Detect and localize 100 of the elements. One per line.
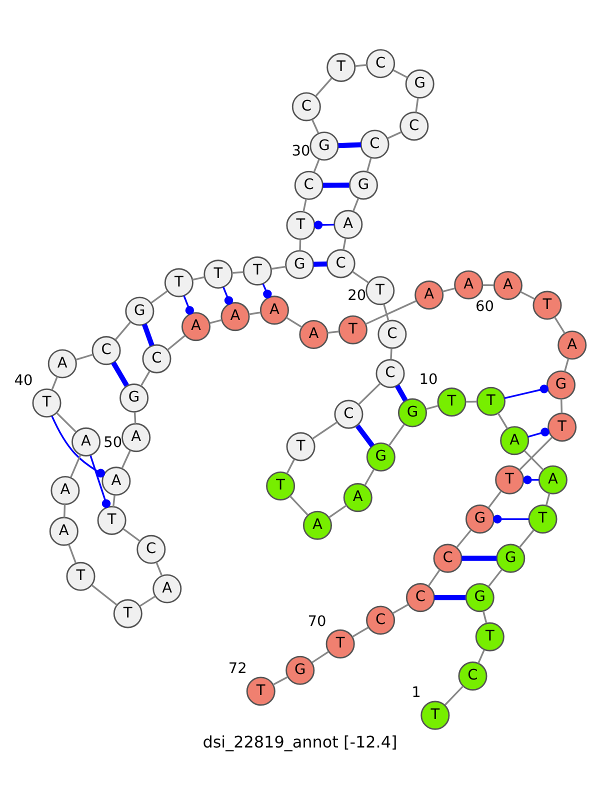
connector — [121, 450, 131, 468]
connector — [312, 650, 329, 663]
connector — [488, 490, 502, 508]
connector — [114, 320, 132, 340]
node-circle: A — [50, 475, 80, 504]
node-circle: T — [246, 676, 276, 706]
connector — [272, 676, 288, 686]
connector — [222, 286, 234, 304]
node-circle: C — [406, 582, 435, 612]
node-circle: C — [366, 605, 396, 634]
node-label: 20 — [348, 288, 366, 304]
node-label: 50 — [104, 434, 122, 451]
node-circle: T — [528, 504, 558, 534]
node-circle: T — [495, 464, 524, 494]
node-circle: A — [152, 574, 182, 603]
connector — [142, 322, 154, 346]
connector — [358, 382, 381, 405]
node-label: 10 — [419, 371, 438, 388]
node-circle: T — [204, 259, 233, 288]
connector — [248, 311, 261, 315]
node-circle: G — [465, 582, 494, 612]
node-circle: A — [122, 422, 151, 452]
connector — [68, 544, 77, 563]
node-circle: A — [334, 209, 363, 238]
connector — [444, 685, 464, 706]
connector — [488, 568, 502, 586]
connector — [554, 316, 566, 334]
node-circle: C — [142, 344, 172, 373]
node-circle: G — [125, 296, 154, 326]
node-label: 1 — [412, 684, 421, 701]
node-label: 72 — [228, 660, 247, 677]
connector — [504, 384, 549, 399]
node-circle: A — [72, 426, 101, 456]
connector — [352, 270, 370, 283]
connector — [139, 595, 156, 606]
connector — [314, 220, 334, 229]
connector — [314, 77, 332, 96]
connector — [462, 555, 497, 560]
connector — [426, 404, 438, 410]
connector — [366, 157, 372, 172]
connector — [111, 360, 129, 386]
connector — [528, 427, 550, 438]
node-circle: A — [493, 270, 522, 300]
node-circle: G — [120, 383, 149, 412]
node-circle: C — [334, 399, 364, 428]
connector — [51, 376, 58, 390]
connector — [90, 454, 111, 508]
node-circle: G — [285, 250, 314, 279]
connector — [271, 265, 286, 270]
connector — [415, 97, 419, 112]
node-label: 40 — [14, 372, 33, 388]
connector — [352, 626, 369, 637]
node-circle: T — [242, 256, 272, 285]
connector — [232, 270, 244, 274]
node-circle: G — [496, 543, 526, 572]
connector — [56, 412, 76, 432]
node-circle: C — [378, 319, 407, 348]
connector — [524, 450, 544, 470]
connector — [122, 528, 140, 542]
node-label: 70 — [308, 613, 326, 630]
node-circle: C — [92, 336, 121, 365]
connector — [70, 454, 82, 478]
node-circle: G — [286, 655, 315, 684]
node-circle: G — [366, 442, 396, 472]
node-circle: T — [366, 276, 395, 305]
connector — [286, 458, 295, 474]
connector — [338, 142, 362, 148]
connector — [493, 514, 529, 523]
connector — [545, 492, 550, 506]
node-circle: A — [558, 330, 587, 360]
connector — [134, 412, 136, 424]
connector — [482, 284, 494, 286]
connector — [478, 649, 486, 664]
node-circle: T — [266, 470, 296, 500]
connector — [289, 495, 308, 516]
connector — [140, 370, 150, 386]
connector — [262, 282, 272, 298]
connector — [322, 182, 350, 188]
node-circle: T — [32, 388, 62, 418]
connector — [313, 158, 320, 172]
connector — [355, 424, 374, 447]
node-circle: C — [136, 534, 166, 564]
node-circle: T — [113, 598, 142, 628]
connector — [388, 423, 405, 446]
node-circle: T — [532, 290, 562, 320]
node-circle: A — [343, 482, 372, 512]
connector — [352, 198, 360, 211]
node-circle: G — [310, 131, 339, 160]
node-circle: T — [475, 622, 504, 651]
connector — [183, 294, 194, 314]
node-circle: C — [326, 248, 356, 278]
node-circle: A — [302, 510, 332, 540]
caption: dsi_22819_annot [-12.4] — [202, 732, 398, 752]
connector — [518, 529, 534, 548]
connector — [392, 603, 409, 614]
connector — [311, 118, 320, 133]
connector — [394, 384, 408, 402]
connector — [302, 198, 307, 212]
node-circle: T — [548, 412, 577, 442]
node-circle: A — [454, 270, 484, 299]
